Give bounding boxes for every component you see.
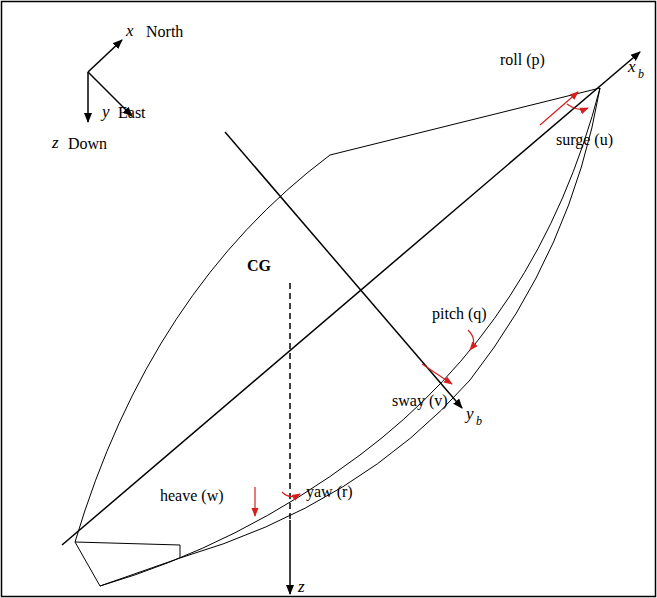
hull-outline xyxy=(75,88,600,586)
motion-label: sway (v) xyxy=(392,393,448,409)
body-axes xyxy=(62,52,640,594)
axis-letter: z xyxy=(298,578,305,595)
axis-letter: z xyxy=(52,134,59,151)
axis-letter: y xyxy=(102,103,110,120)
axis-subscript: b xyxy=(638,68,644,80)
motion-label: pitch (q) xyxy=(432,306,487,322)
motion-arrows xyxy=(255,92,588,516)
motion-label: yaw (r) xyxy=(306,484,353,500)
axis-letter: x xyxy=(126,22,134,39)
axis-letter: x xyxy=(628,58,636,75)
cg-label: CG xyxy=(247,258,271,274)
direction-label: North xyxy=(146,24,183,40)
direction-label: Down xyxy=(68,136,107,152)
motion-label: surge (u) xyxy=(556,132,613,148)
motion-label: heave (w) xyxy=(160,488,224,504)
motion-label: roll (p) xyxy=(500,52,545,68)
direction-label: East xyxy=(118,105,146,121)
axis-letter: y xyxy=(466,405,474,422)
axis-subscript: b xyxy=(476,415,482,427)
